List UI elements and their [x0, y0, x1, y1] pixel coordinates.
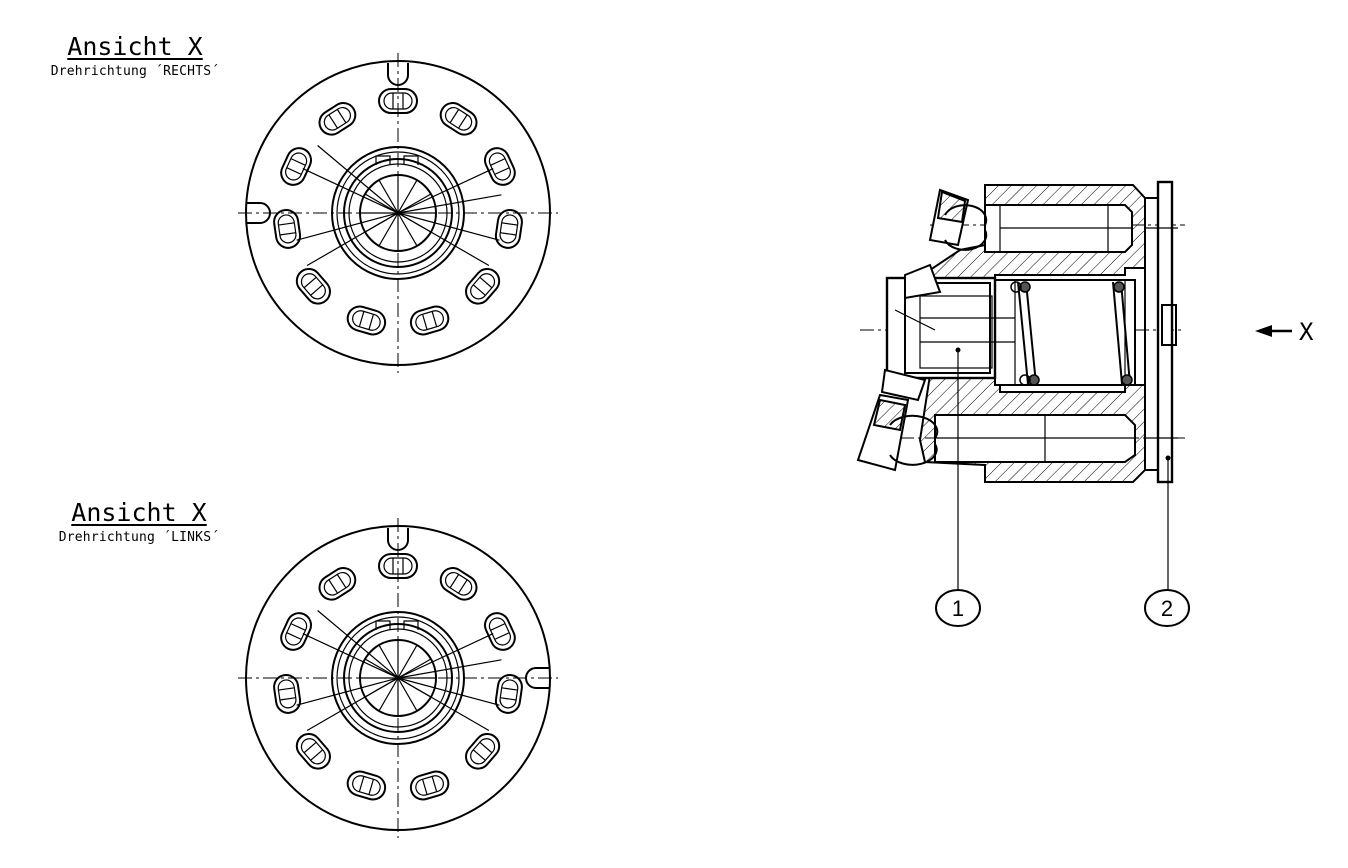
pitch-rays [296, 610, 502, 732]
kidney-port [273, 208, 302, 249]
hub-ray [378, 644, 399, 679]
balloon-2: 2 [1144, 589, 1190, 627]
pitch-ray [317, 610, 399, 679]
hub-ray [397, 677, 432, 698]
port-ring [273, 553, 523, 801]
hub-ray [364, 677, 399, 698]
spring-left [1010, 281, 1040, 386]
pitch-ray [296, 677, 399, 706]
hub-ray [397, 212, 418, 247]
pitch-ray [397, 659, 502, 679]
hub-ray [378, 179, 399, 214]
section-view: 1 2 X [856, 180, 1314, 627]
view-title-top: Ansicht X Drehrichtung ´RECHTS´ [30, 34, 240, 78]
view-title-top-heading: Ansicht X [67, 32, 203, 61]
hub-ray [397, 677, 418, 712]
kidney-port [409, 770, 450, 801]
kidney-port [280, 147, 313, 186]
hub-ray [364, 658, 399, 679]
balloon-1-label: 1 [952, 596, 964, 621]
kidney-port [280, 612, 313, 651]
pitch-ray [296, 212, 399, 241]
pitch-ray [397, 677, 500, 706]
kidney-port [318, 567, 357, 601]
pitch-ray [397, 194, 502, 214]
kidney-port [465, 268, 501, 305]
view-title-bottom: Ansicht X Drehrichtung ´LINKS´ [34, 500, 244, 544]
pitch-ray [397, 168, 494, 214]
spring-right [1112, 281, 1133, 386]
kidney-port [295, 268, 331, 305]
view-arrow-label: X [1299, 318, 1314, 346]
hub-ray [397, 193, 432, 214]
hub-ray [378, 677, 399, 712]
kidney-port [378, 553, 418, 579]
balloon-1: 1 [935, 589, 981, 627]
view-arrow: X [1255, 318, 1314, 346]
kidney-port [494, 673, 523, 714]
port-ring [273, 88, 523, 336]
kidney-port [439, 567, 478, 601]
balloon-2-label: 2 [1161, 596, 1173, 621]
pitch-ray [397, 212, 500, 241]
kidney-port [378, 88, 418, 114]
hub-ray [397, 179, 418, 214]
pitch-ray [302, 168, 399, 214]
hub-ray [397, 658, 432, 679]
view-title-bottom-heading: Ansicht X [71, 498, 207, 527]
kidney-port [295, 733, 331, 770]
kidney-port [318, 102, 357, 136]
kidney-port [409, 305, 450, 336]
hub-ray [397, 212, 432, 233]
kidney-port [483, 612, 516, 651]
pitch-ray [317, 145, 399, 214]
kidney-port [273, 673, 302, 714]
face-view-links [238, 518, 558, 838]
kidney-port [346, 305, 387, 336]
hub-ray [397, 644, 418, 679]
hub-ray [364, 193, 399, 214]
view-title-bottom-subtitle: Drehrichtung ´LINKS´ [58, 530, 220, 545]
hub-ray [364, 212, 399, 233]
hub-ray [378, 212, 399, 247]
pitch-ray [302, 633, 399, 679]
kidney-port [465, 733, 501, 770]
face-view-rechts [238, 53, 558, 373]
pitch-ray [397, 633, 494, 679]
kidney-port [346, 770, 387, 801]
kidney-port [439, 102, 478, 136]
kidney-port [483, 147, 516, 186]
kidney-port [494, 208, 523, 249]
pitch-rays [296, 145, 502, 267]
view-title-top-subtitle: Drehrichtung ´RECHTS´ [50, 64, 220, 79]
